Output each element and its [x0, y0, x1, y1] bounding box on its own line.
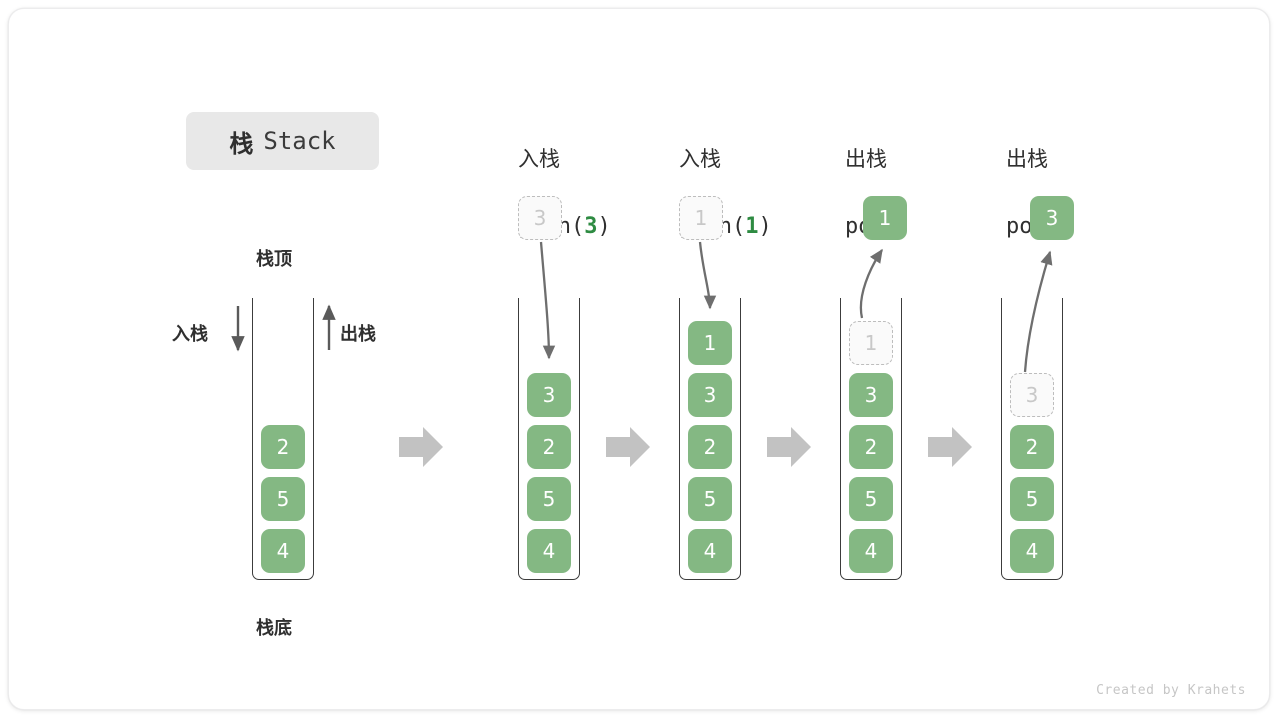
popped-value-cell: 3	[1030, 196, 1074, 240]
op-label-cn: 出栈	[845, 147, 887, 171]
stack-container	[1001, 298, 1063, 580]
stack-container	[679, 298, 741, 580]
stack-cell: 5	[527, 477, 571, 521]
stack-cell: 3	[688, 373, 732, 417]
stack-cell: 4	[688, 529, 732, 573]
stack-cell: 5	[261, 477, 305, 521]
label-pop-side: 出栈	[340, 324, 376, 345]
stack-cell: 2	[1010, 425, 1054, 469]
op-header-push3: 入栈 push(3)	[518, 108, 688, 280]
stack-cell: 3	[849, 373, 893, 417]
label-stack-top: 栈顶	[256, 249, 292, 270]
footer-credit: Created by Krahets	[1096, 683, 1246, 698]
label-stack-bottom: 栈底	[256, 618, 292, 639]
floating-ghost-cell: 1	[679, 196, 723, 240]
stack-cell: 4	[849, 529, 893, 573]
stack-cell: 5	[849, 477, 893, 521]
stack-cell-ghost: 1	[849, 321, 893, 365]
op-header-pop1: 出栈 pop()	[845, 108, 1015, 280]
op-code-post: )	[758, 214, 772, 239]
stack-container	[252, 298, 314, 580]
floating-ghost-cell: 3	[518, 196, 562, 240]
stack-cell: 4	[261, 529, 305, 573]
stack-container	[840, 298, 902, 580]
stack-cell: 5	[688, 477, 732, 521]
stack-cell: 4	[1010, 529, 1054, 573]
label-push-side: 入栈	[172, 324, 208, 345]
title-en: Stack	[263, 127, 336, 155]
stack-cell: 2	[527, 425, 571, 469]
op-label-cn: 出栈	[1006, 147, 1048, 171]
stack-cell: 1	[688, 321, 732, 365]
stack-cell: 3	[527, 373, 571, 417]
stack-container	[518, 298, 580, 580]
op-label-cn: 入栈	[679, 147, 721, 171]
stack-cell: 4	[527, 529, 571, 573]
stack-cell: 2	[688, 425, 732, 469]
op-label-cn: 入栈	[518, 147, 560, 171]
title-cn: 栈	[229, 129, 254, 158]
op-code-arg: 1	[745, 214, 759, 239]
op-code-post: )	[597, 214, 611, 239]
op-header-pop3: 出栈 pop()	[1006, 108, 1176, 280]
stack-cell: 5	[1010, 477, 1054, 521]
op-code-arg: 3	[584, 214, 598, 239]
op-header-push1: 入栈 push(1)	[679, 108, 849, 280]
stack-cell: 2	[261, 425, 305, 469]
stack-cell-ghost: 3	[1010, 373, 1054, 417]
stack-cell: 2	[849, 425, 893, 469]
popped-value-cell: 1	[863, 196, 907, 240]
diagram-title-chip: 栈 Stack	[186, 112, 379, 170]
